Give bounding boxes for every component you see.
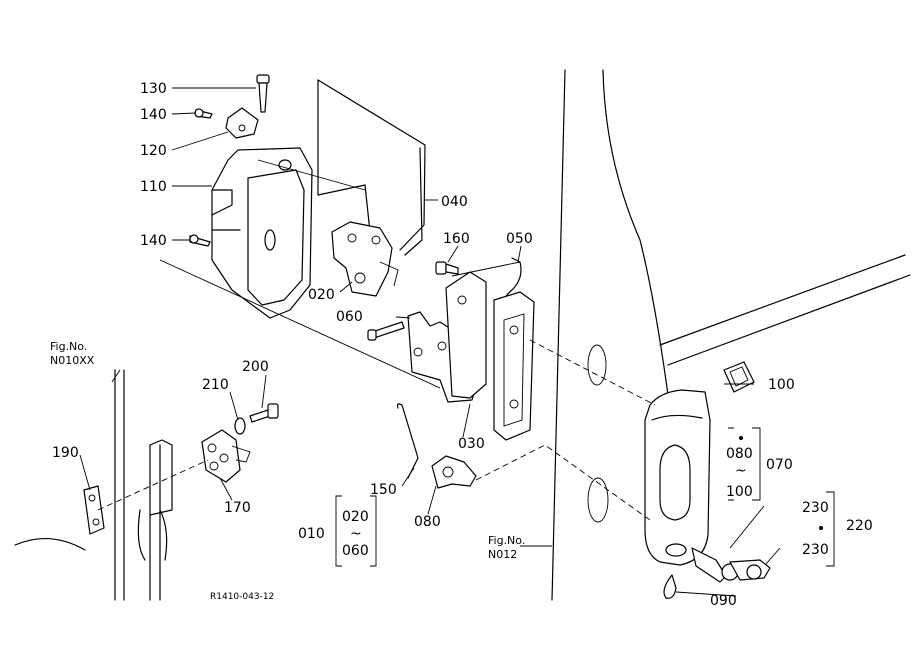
rod-150 bbox=[396, 403, 419, 479]
callout-200[interactable]: 200 bbox=[242, 359, 269, 375]
rod-040 bbox=[317, 79, 426, 256]
bolt-130 bbox=[256, 74, 270, 113]
callout-130[interactable]: 130 bbox=[140, 81, 167, 97]
callout-090[interactable]: 090 bbox=[710, 593, 737, 609]
bracket-030 bbox=[407, 271, 487, 403]
group-010: 010 020 ~ 060 bbox=[298, 509, 369, 559]
callout-170[interactable]: 170 bbox=[224, 500, 251, 516]
group-070: 080 ~ 100 070 bbox=[726, 446, 793, 500]
fig-ref-n010xx[interactable]: Fig.No. N010XX bbox=[50, 340, 95, 367]
plate bbox=[493, 291, 535, 441]
screw-140-mid bbox=[189, 234, 211, 247]
plate-190 bbox=[83, 485, 105, 535]
striker-170 bbox=[201, 429, 251, 483]
latch-020 bbox=[331, 221, 399, 297]
group-010-from: 020 bbox=[342, 509, 369, 525]
door-cover-110 bbox=[211, 147, 313, 319]
group-220: 220 bbox=[846, 518, 873, 534]
group-070-tilde: ~ bbox=[735, 463, 747, 479]
washer-210 bbox=[234, 417, 246, 435]
group-070-to: 100 bbox=[726, 484, 753, 500]
handle-070 bbox=[587, 344, 711, 566]
clip-090 bbox=[663, 574, 677, 599]
cylinder-080 bbox=[431, 455, 477, 489]
drawing-code: R1410-043-12 bbox=[210, 592, 274, 602]
washer-100 bbox=[723, 361, 755, 393]
bolt-200 bbox=[249, 403, 279, 423]
callout-100[interactable]: 100 bbox=[768, 377, 795, 393]
group-010-tilde: ~ bbox=[350, 526, 362, 542]
callout-230-bottom[interactable]: 230 bbox=[802, 542, 829, 558]
group-070-label[interactable]: 070 bbox=[766, 457, 793, 473]
callout-050[interactable]: 050 bbox=[506, 231, 533, 247]
group-220-label[interactable]: 220 bbox=[846, 518, 873, 534]
fig-ref-n012-line2: N012 bbox=[488, 548, 517, 561]
callout-020[interactable]: 020 bbox=[308, 287, 335, 303]
group-070-from: 080 bbox=[726, 446, 753, 462]
bolt-060 bbox=[367, 321, 405, 341]
callout-230-top[interactable]: 230 bbox=[802, 500, 829, 516]
fig-ref-n010xx-line1: Fig.No. bbox=[50, 340, 87, 353]
callout-labels: 130 140 120 110 140 040 020 160 050 060 … bbox=[52, 81, 829, 609]
callout-140-top[interactable]: 140 bbox=[140, 107, 167, 123]
callout-150[interactable]: 150 bbox=[370, 482, 397, 498]
alignment-lines bbox=[97, 159, 656, 521]
fig-ref-n010xx-line2: N010XX bbox=[50, 354, 95, 367]
keys-230 bbox=[691, 547, 771, 583]
bolt-160 bbox=[435, 261, 459, 275]
screw-140-top bbox=[194, 108, 213, 119]
callout-080[interactable]: 080 bbox=[414, 514, 441, 530]
post bbox=[149, 439, 173, 516]
callout-160[interactable]: 160 bbox=[443, 231, 470, 247]
group-brackets bbox=[335, 427, 835, 567]
leader-lines bbox=[79, 87, 781, 597]
group-010-label[interactable]: 010 bbox=[298, 526, 325, 542]
callout-040[interactable]: 040 bbox=[441, 194, 468, 210]
callout-210[interactable]: 210 bbox=[202, 377, 229, 393]
cab-frame bbox=[14, 69, 911, 601]
callout-110[interactable]: 110 bbox=[140, 179, 167, 195]
callout-030[interactable]: 030 bbox=[458, 436, 485, 452]
fig-ref-n012[interactable]: Fig.No. N012 bbox=[488, 534, 525, 561]
callout-120[interactable]: 120 bbox=[140, 143, 167, 159]
group-010-to: 060 bbox=[342, 543, 369, 559]
callout-140-mid[interactable]: 140 bbox=[140, 233, 167, 249]
bracket-120 bbox=[225, 107, 259, 139]
callout-190[interactable]: 190 bbox=[52, 445, 79, 461]
callout-060[interactable]: 060 bbox=[336, 309, 363, 325]
fig-ref-n012-line1: Fig.No. bbox=[488, 534, 525, 547]
